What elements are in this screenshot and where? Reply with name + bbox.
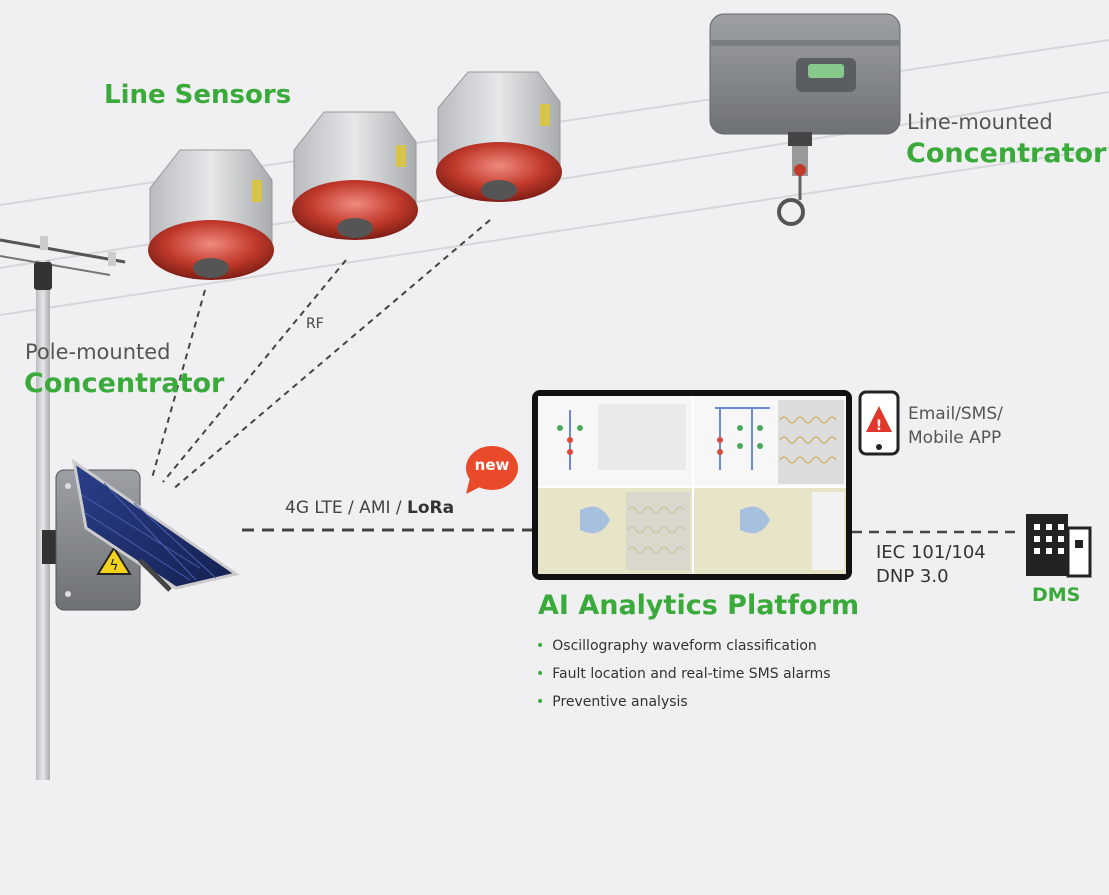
lora-label: LoRa [407, 498, 455, 518]
comm-protocols-label: 4G LTE / AMI / LoRa [285, 498, 454, 518]
warning-icon: ! [866, 406, 892, 434]
feature-item: •Fault location and real-time SMS alarms [536, 666, 831, 682]
rf-links [151, 219, 491, 491]
feature-text: Preventive analysis [552, 694, 688, 710]
line-mounted-concentrator-label: Concentrator [906, 138, 1107, 169]
comm-protocols-main: 4G LTE / AMI / [285, 498, 408, 518]
pole-mounted-label: Pole-mounted [25, 340, 171, 364]
line-sensor-1 [148, 149, 274, 280]
line-sensors-title: Line Sensors [104, 80, 292, 110]
high-voltage-icon: ϟ [96, 546, 132, 575]
feature-item: •Preventive analysis [536, 694, 688, 710]
rf-label: RF [306, 316, 324, 332]
hook-icon [777, 176, 805, 226]
pole-mounted-concentrator: ϟ [42, 458, 240, 611]
email-sms-label: Email/SMS/ [908, 404, 1003, 424]
feature-text: Oscillography waveform classification [552, 638, 817, 654]
new-badge-label: new [474, 456, 510, 474]
building-icon [1026, 514, 1092, 578]
line-mounted-concentrator [709, 13, 901, 226]
iec-label: IEC 101/104 [876, 542, 986, 563]
new-badge [466, 446, 518, 494]
feature-text: Fault location and real-time SMS alarms [552, 666, 831, 682]
line-sensor-2 [292, 111, 418, 240]
analytics-monitor [532, 390, 852, 580]
feature-item: •Oscillography waveform classification [536, 638, 817, 654]
solar-panel [71, 458, 240, 592]
utility-pole [0, 236, 126, 780]
smartphone-icon: ! [858, 390, 900, 456]
pole-mounted-concentrator-label: Concentrator [24, 368, 225, 399]
dnp-label: DNP 3.0 [876, 566, 949, 587]
dms-label: DMS [1032, 584, 1081, 606]
svg-text:ϟ: ϟ [109, 558, 118, 574]
platform-title: AI Analytics Platform [538, 590, 860, 621]
svg-text:!: ! [876, 418, 882, 434]
mobile-app-label: Mobile APP [908, 428, 1002, 448]
line-sensor-3 [436, 71, 562, 202]
line-mounted-label: Line-mounted [907, 110, 1053, 134]
